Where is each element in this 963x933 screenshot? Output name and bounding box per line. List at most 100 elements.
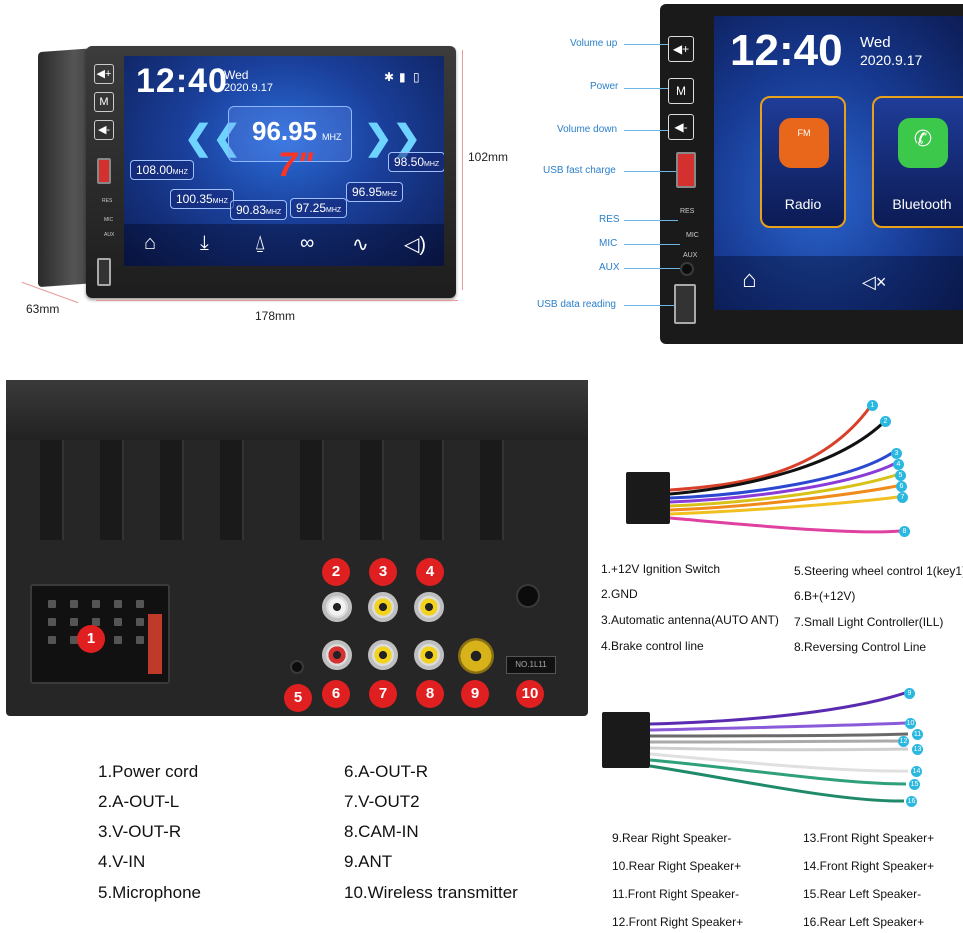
a-out-r-jack[interactable] [322, 640, 352, 670]
callout-volume-up: Volume up [570, 38, 618, 49]
preset-freq: 98.50 [394, 155, 425, 169]
wire-num-9: 9 [904, 688, 915, 699]
wire-num-6: 6 [896, 481, 907, 492]
port-5: 5.Microphone [98, 883, 202, 902]
bluetooth-label: Bluetooth [892, 196, 952, 212]
wire-num-11: 11 [912, 729, 923, 740]
seek-back-icon[interactable]: ❮❮ [184, 119, 241, 157]
badge-4: 4 [416, 558, 444, 586]
day-label-2: Wed [860, 34, 891, 51]
callout-res: RES [599, 214, 620, 225]
port-8: 8.CAM-IN [344, 822, 419, 841]
main-frequency-unit: MHZ [322, 132, 342, 142]
wire-3-label: 3.Automatic antenna(AUTO ANT) [601, 613, 779, 627]
callout-power: Power [590, 81, 619, 92]
date-label: 2020.9.17 [224, 82, 273, 94]
aux-jack[interactable] [680, 262, 694, 276]
wire-1-label: 1.+12V Ignition Switch [601, 562, 721, 576]
seek-forward-icon[interactable]: ❯❯ [364, 119, 421, 157]
usb-charge-port[interactable] [97, 158, 111, 184]
unit2-screen: 12:40 Wed 2020.9.17 FM Radio ✆ Bluetooth… [714, 16, 963, 310]
radio-icon-label: FM [797, 128, 811, 138]
preset-freq: 97.25 [296, 201, 327, 215]
harness1-wire [669, 516, 901, 534]
volume-icon[interactable]: ◁) [404, 234, 427, 256]
main-frequency: 96.95 [252, 116, 318, 146]
mic-label-2: MIC [686, 232, 699, 239]
badge-6: 6 [322, 680, 350, 708]
width-dimension: 178mm [255, 309, 296, 323]
home-icon[interactable]: ⌂ [144, 232, 157, 254]
unit1-screen: 12:40 Wed 2020.9.17 ✱ ▮ ▯ ❮❮ ❯❯ 96.95 MH… [124, 56, 444, 266]
callout-usb-fast-charge: USB fast charge [543, 165, 616, 176]
wire-num-14: 14 [911, 766, 922, 777]
preset-2[interactable]: 100.35MHZ [170, 189, 234, 209]
wire-num-13: 13 [912, 744, 923, 755]
res-label-2: RES [680, 208, 695, 215]
harness2-wire [649, 764, 905, 803]
rib [220, 440, 244, 540]
mute-icon[interactable]: ◁× [862, 272, 887, 292]
harness2-wire [649, 746, 909, 752]
wire-5-label: 5.Steering wheel control 1(key1) [794, 564, 963, 578]
preset-1[interactable]: 108.00MHZ [130, 160, 194, 180]
preset-unit: MHZ [172, 169, 188, 176]
radio-icon: FM [779, 118, 829, 168]
home-icon-2[interactable]: ⌂ [742, 266, 757, 293]
wire-num-10: 10 [905, 718, 916, 729]
callout-usb-data: USB data reading [537, 299, 616, 310]
antenna-jack[interactable] [458, 638, 494, 674]
menu-button[interactable]: M [94, 92, 114, 112]
preset-unit: MHZ [266, 209, 282, 216]
equalizer-icon[interactable]: ∿ [352, 234, 369, 256]
wire-num-12: 12 [898, 736, 909, 747]
volume-up-button[interactable]: ◀+ [94, 64, 114, 84]
bluetooth-app-tile[interactable]: ✆ Bluetooth [872, 96, 963, 228]
wireless-transmitter[interactable]: NO.1L11 [506, 656, 556, 674]
harness2-wire [649, 758, 907, 786]
a-out-l-jack[interactable] [322, 592, 352, 622]
wire-num-3: 3 [891, 448, 902, 459]
preset-4[interactable]: 97.25MHZ [290, 198, 348, 218]
aux-label: AUX [104, 232, 115, 238]
harness2-wire [649, 732, 909, 738]
usb-data-port-2[interactable] [674, 284, 696, 324]
usb-data-port[interactable] [97, 258, 111, 286]
loop-icon[interactable]: ∞ [300, 232, 315, 254]
usb-fast-charge-port[interactable] [676, 152, 696, 188]
fuse [148, 614, 162, 674]
volume-down-button[interactable]: ◀- [94, 120, 114, 140]
preset-6[interactable]: 98.50MHZ [388, 152, 444, 172]
volume-up-button-2[interactable]: ◀+ [668, 36, 694, 62]
rib [160, 440, 184, 540]
radio-app-tile[interactable]: FM Radio [760, 96, 846, 228]
harness1-wire [669, 419, 887, 496]
power-button[interactable]: M [668, 78, 694, 104]
v-out-r-jack[interactable] [368, 592, 398, 622]
preset-3[interactable]: 90.83MHZ [230, 200, 288, 220]
preset-unit: MHZ [212, 198, 228, 205]
port-3: 3.V-OUT-R [98, 822, 182, 841]
badge-5: 5 [284, 684, 312, 712]
callout-line [624, 305, 674, 306]
preset-5[interactable]: 96.95MHZ [346, 182, 404, 202]
callout-line [624, 44, 668, 45]
frequency-display [228, 106, 352, 162]
callout-line [624, 244, 680, 245]
unit2-dock [714, 256, 963, 310]
aux-label-2: AUX [683, 252, 698, 259]
port-4: 4.V-IN [98, 852, 146, 871]
wire-num-7: 7 [897, 492, 908, 503]
wire-11-label: 11.Front Right Speaker- [612, 887, 740, 901]
v-out2-jack[interactable] [368, 640, 398, 670]
volume-down-button-2[interactable]: ◀- [668, 114, 694, 140]
v-in-jack[interactable] [414, 592, 444, 622]
clock: 12:40 [136, 62, 228, 100]
download-icon[interactable]: ⤓ [200, 232, 209, 254]
port-1: 1.Power cord [98, 762, 199, 781]
antenna-icon[interactable]: ⍙ [254, 232, 266, 254]
microphone-hole[interactable] [290, 660, 304, 674]
harness2-plug [602, 712, 650, 768]
mic-label: MIC [104, 217, 114, 223]
cam-in-jack[interactable] [414, 640, 444, 670]
